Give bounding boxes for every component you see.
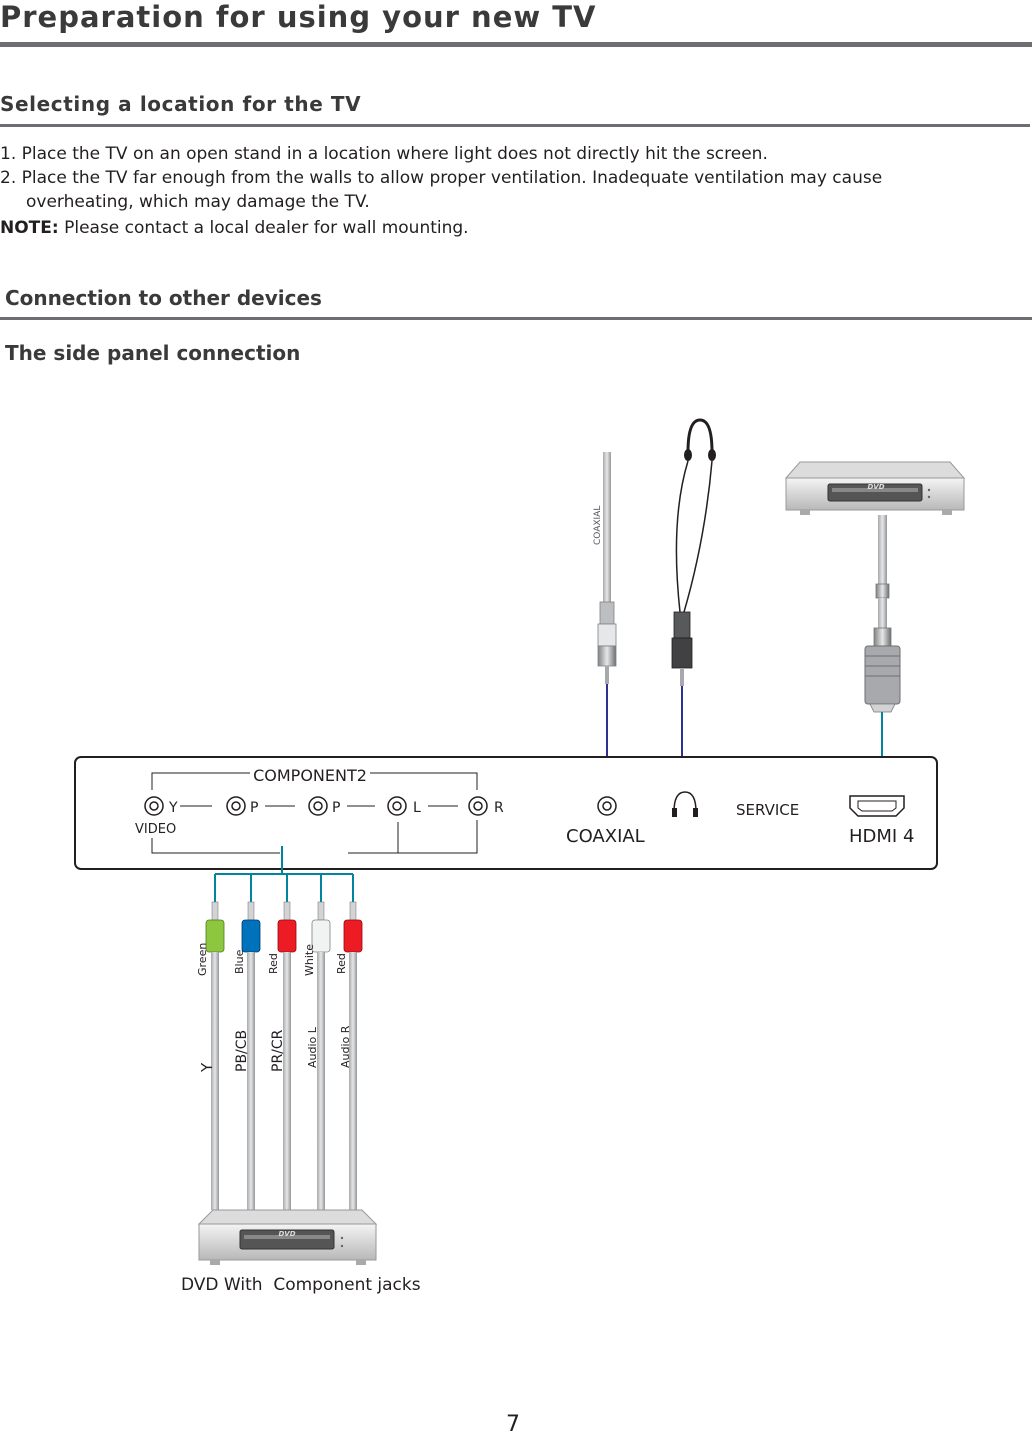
- location-heading: Selecting a location for the TV: [0, 92, 362, 116]
- plug-color-green: Green: [196, 943, 209, 976]
- hdmi-port-label: HDMI 4: [849, 826, 914, 847]
- plug-color-red-pr: Red: [267, 953, 280, 974]
- note: NOTE: Please contact a local dealer for …: [0, 217, 469, 240]
- connection-rule: [0, 317, 1032, 320]
- page-title: Preparation for using your new TV: [0, 0, 597, 34]
- dvd-logo: DVD: [867, 483, 884, 491]
- location-item-2: 2. Place the TV far enough from the wall…: [0, 168, 883, 188]
- l-jack-label: L: [413, 800, 421, 816]
- service-label: SERVICE: [736, 801, 799, 819]
- pr-jack-label: P: [332, 800, 340, 816]
- dvd-player-hdmi: DVD: [784, 461, 966, 515]
- plug-red-audio: Red Audio R: [335, 901, 363, 1210]
- plug-color-blue: Blue: [233, 949, 246, 974]
- cable-label-audio-r: Audio R: [339, 1025, 352, 1068]
- headphones: [671, 418, 716, 772]
- headphone-jack-icon: [672, 791, 698, 817]
- note-label: NOTE:: [0, 218, 59, 238]
- dvd-logo-bottom: DVD: [278, 1230, 295, 1238]
- location-item-2-continued: overheating, which may damage the TV.: [26, 192, 370, 212]
- pb-jack-label: P: [250, 800, 258, 816]
- coaxial-cable-label: COAXIAL: [593, 506, 603, 545]
- plug-color-white: White: [303, 944, 316, 976]
- location-rule: [0, 124, 1030, 127]
- plug-color-red-audio: Red: [335, 953, 348, 974]
- dvd-caption: DVD With Component jacks: [181, 1275, 421, 1295]
- component-cable-harness: [214, 846, 354, 902]
- cable-label-pr: PR/CR: [270, 1029, 286, 1072]
- component2-label: COMPONENT2: [253, 766, 367, 785]
- side-panel-subheading: The side panel connection: [5, 341, 301, 365]
- page-number: 7: [506, 1412, 520, 1437]
- cable-label-audio-l: Audio L: [306, 1026, 319, 1068]
- location-item-1: 1. Place the TV on an open stand in a lo…: [0, 144, 768, 164]
- video-label: VIDEO: [135, 822, 176, 837]
- tv-side-panel: COMPONENT2 Y P P L R VIDEO COAXIAL: [74, 756, 938, 870]
- plug-blue: Blue PB/CB: [233, 901, 261, 1210]
- r-jack-label: R: [494, 800, 504, 816]
- y-jack-label: Y: [168, 800, 178, 816]
- connection-heading: Connection to other devices: [5, 286, 322, 310]
- plug-red-pr: Red PR/CR: [267, 901, 297, 1210]
- cable-label-pb: PB/CB: [234, 1030, 250, 1072]
- coaxial-jack-label: COAXIAL: [566, 826, 645, 847]
- plug-green: Green Y: [196, 901, 225, 1210]
- title-rule: [0, 42, 1032, 47]
- note-text: Please contact a local dealer for wall m…: [58, 218, 469, 238]
- hdmi-cable: [864, 515, 901, 774]
- coaxial-cable: COAXIAL: [593, 452, 617, 772]
- dvd-player-component: DVD: [197, 1209, 378, 1265]
- cable-label-y: Y: [198, 1062, 216, 1073]
- plug-white: White Audio L: [303, 901, 331, 1210]
